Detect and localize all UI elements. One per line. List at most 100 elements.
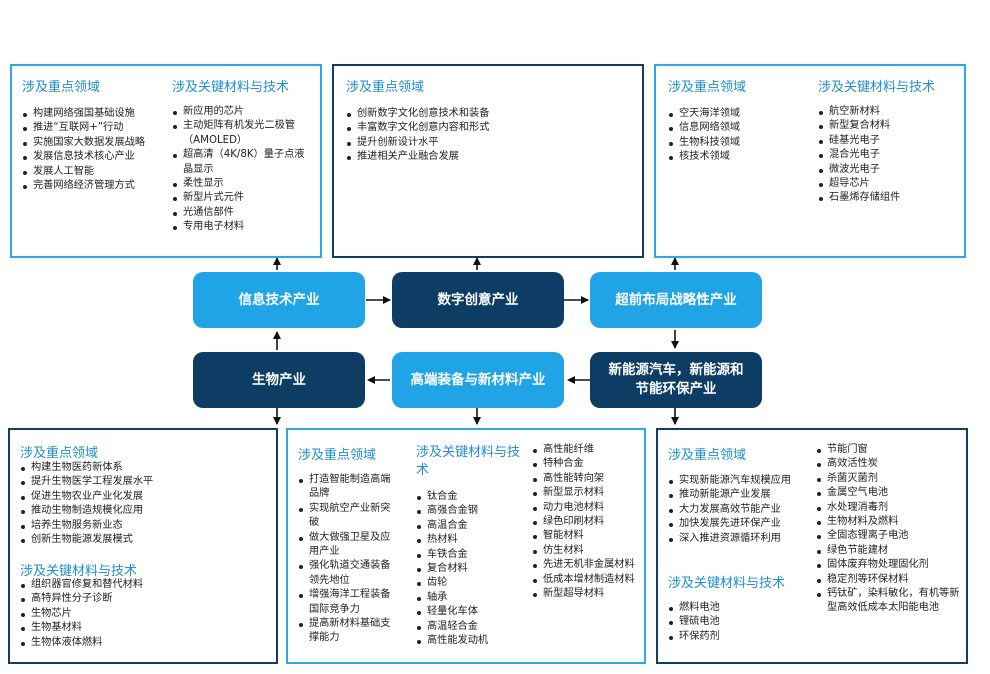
list-item: 仿生材料: [532, 544, 640, 558]
list-item: 生物芯片: [20, 607, 270, 621]
panel-info-tech-materials-list: 新应用的芯片主动矩阵有机发光二极管（AMOLED）超高清（4K/8K）量子点液晶…: [172, 105, 312, 235]
list-item: 发展人工智能: [22, 165, 162, 179]
node-digital-creative: 数字创意产业: [392, 272, 564, 328]
list-item: 提升生物医学工程发展水平: [20, 475, 270, 489]
panel-new-energy-materials-list: 燃料电池锂硫电池环保药剂: [668, 601, 812, 644]
panel-new-energy-materials-title: 涉及关键材料与技术: [668, 576, 786, 591]
list-item: 生物材料及燃料: [816, 515, 962, 529]
panel-info-tech: 涉及重点领域 构建网络强国基础设施推进“互联网+”行动实施国家大数据发展战略发展…: [10, 64, 322, 258]
panel-digital-creative: 涉及重点领域 创新数字文化创意技术和装备丰富数字文化创意内容和形式提升创新设计水…: [332, 64, 644, 258]
node-new-energy: 新能源汽车，新能源和节能环保产业: [590, 352, 762, 408]
list-item: 培养生物服务新业态: [20, 519, 270, 533]
node-frontier: 超前布局战略性产业: [590, 272, 762, 328]
panel-frontier-focus-title: 涉及重点领域: [668, 80, 747, 95]
list-item: 节能门窗: [816, 443, 962, 457]
panel-new-energy: 涉及重点领域 实现新能源汽车规模应用推动新能源产业发展大力发展高效节能产业加快发…: [656, 428, 968, 664]
list-item: 特种合金: [532, 457, 640, 471]
panel-new-energy-focus-title: 涉及重点领域: [668, 448, 747, 463]
list-item: 高特异性分子诊断: [20, 592, 270, 606]
node-bio: 生物产业: [193, 352, 365, 408]
list-item: 实现航空产业新突破: [298, 502, 398, 531]
list-item: 大力发展高效节能产业: [668, 503, 812, 517]
list-item: 光通信部件: [172, 206, 312, 220]
list-item: 高性能纤维: [532, 443, 640, 457]
panel-equipment-focus-list: 打造智能制造高端品牌实现航空产业新突破做大做强卫星及应用产业强化轨道交通装备领先…: [298, 473, 398, 646]
list-item: 实现新能源汽车规模应用: [668, 474, 812, 488]
list-item: 打造智能制造高端品牌: [298, 473, 398, 502]
list-item: 低成本增材制造材料: [532, 573, 640, 587]
list-item: 创新数字文化创意技术和装备: [346, 107, 626, 121]
list-item: 齿轮: [416, 576, 526, 590]
list-item: 轻量化车体: [416, 605, 526, 619]
list-item: 生物基材料: [20, 621, 270, 635]
panel-bio-materials-list: 组织器官修复和替代材料高特异性分子诊断生物芯片生物基材料生物体液体燃料: [20, 578, 270, 650]
list-item: 提升创新设计水平: [346, 136, 626, 150]
panel-new-energy-materials-list-2: 节能门窗高效活性炭杀菌灭菌剂金属空气电池水处理消毒剂生物材料及燃料全固态锂离子电…: [816, 443, 962, 616]
panel-digital-creative-focus-list: 创新数字文化创意技术和装备丰富数字文化创意内容和形式提升创新设计水平推进相关产业…: [346, 107, 626, 165]
list-item: 增强海洋工程装备国际竞争力: [298, 588, 398, 617]
list-item: 做大做强卫星及应用产业: [298, 531, 398, 560]
list-item: 混合光电子: [818, 148, 958, 162]
list-item: 新型超导材料: [532, 587, 640, 601]
list-item: 石墨烯存储组件: [818, 191, 958, 205]
list-item: 动力电池材料: [532, 501, 640, 515]
list-item: 推动生物制造规模化应用: [20, 504, 270, 518]
list-item: 新型片式元件: [172, 191, 312, 205]
list-item: 高温合金: [416, 519, 526, 533]
list-item: 丰富数字文化创意内容和形式: [346, 121, 626, 135]
list-item: 硅基光电子: [818, 134, 958, 148]
list-item: 构建网络强国基础设施: [22, 107, 162, 121]
list-item: 锂硫电池: [668, 615, 812, 629]
list-item: 全固态锂离子电池: [816, 529, 962, 543]
list-item: 新型显示材料: [532, 486, 640, 500]
list-item: 专用电子材料: [172, 220, 312, 234]
list-item: 高效活性炭: [816, 457, 962, 471]
list-item: 复合材料: [416, 562, 526, 576]
list-item: 绿色节能建材: [816, 544, 962, 558]
panel-new-energy-focus-list: 实现新能源汽车规模应用推动新能源产业发展大力发展高效节能产业加快发展先进环保产业…: [668, 474, 812, 546]
list-item: 发展信息技术核心产业: [22, 150, 162, 164]
panel-info-tech-focus-list: 构建网络强国基础设施推进“互联网+”行动实施国家大数据发展战略发展信息技术核心产…: [22, 107, 162, 193]
list-item: 加快发展先进环保产业: [668, 517, 812, 531]
list-item: 超导芯片: [818, 177, 958, 191]
list-item: 车铁合金: [416, 548, 526, 562]
panel-bio-focus-list: 构建生物医药新体系提升生物医学工程发展水平促进生物农业产业化发展推动生物制造规模…: [20, 461, 270, 547]
list-item: 生物体液体燃料: [20, 636, 270, 650]
list-item: 推动新能源产业发展: [668, 488, 812, 502]
panel-digital-creative-focus-title: 涉及重点领域: [346, 80, 425, 95]
list-item: 生物科技领域: [668, 136, 808, 150]
list-item: 新应用的芯片: [172, 105, 312, 119]
panel-info-tech-focus-title: 涉及重点领域: [22, 80, 101, 95]
list-item: 强化轨道交通装备领先地位: [298, 559, 398, 588]
panel-info-tech-materials-title: 涉及关键材料与技术: [172, 80, 290, 95]
list-item: 金属空气电池: [816, 486, 962, 500]
list-item: 创新生物能源发展模式: [20, 533, 270, 547]
list-item: 智能材料: [532, 529, 640, 543]
list-item: 深入推进资源循环利用: [668, 532, 812, 546]
list-item: 钛合金: [416, 490, 526, 504]
list-item: 组织器官修复和替代材料: [20, 578, 270, 592]
list-item: 稳定剂等环保材料: [816, 573, 962, 587]
list-item: 环保药剂: [668, 630, 812, 644]
node-info-tech: 信息技术产业: [193, 272, 365, 328]
list-item: 提高新材料基础支撑能力: [298, 617, 398, 646]
list-item: 高性能发动机: [416, 634, 526, 648]
list-item: 高温轻合金: [416, 620, 526, 634]
list-item: 微波光电子: [818, 163, 958, 177]
panel-equipment-focus-title: 涉及重点领域: [298, 448, 377, 463]
panel-bio: 涉及重点领域 构建生物医药新体系提升生物医学工程发展水平促进生物农业产业化发展推…: [8, 428, 278, 664]
list-item: 实施国家大数据发展战略: [22, 136, 162, 150]
panel-equipment-materials-title: 涉及关键材料与技术: [416, 445, 521, 478]
node-equipment-materials: 高端装备与新材料产业: [392, 352, 564, 408]
panel-equipment-materials-list-2: 高性能纤维特种合金高性能转向架新型显示材料动力电池材料绿色印刷材料智能材料仿生材…: [532, 443, 640, 601]
list-item: 热材料: [416, 533, 526, 547]
panel-bio-focus-title: 涉及重点领域: [20, 446, 99, 461]
panel-frontier-materials-title: 涉及关键材料与技术: [818, 80, 936, 95]
panel-bio-materials-title: 涉及关键材料与技术: [20, 564, 138, 579]
panel-equipment-materials: 涉及重点领域 打造智能制造高端品牌实现航空产业新突破做大做强卫星及应用产业强化轨…: [286, 428, 646, 664]
list-item: 主动矩阵有机发光二极管（AMOLED）: [172, 119, 312, 148]
list-item: 信息网络领域: [668, 121, 808, 135]
list-item: 钙钛矿，染料敏化，有机等新型高效低成本太阳能电池: [816, 587, 962, 616]
panel-frontier-focus-list: 空天海洋领域信息网络领域生物科技领域核技术领域: [668, 107, 808, 165]
